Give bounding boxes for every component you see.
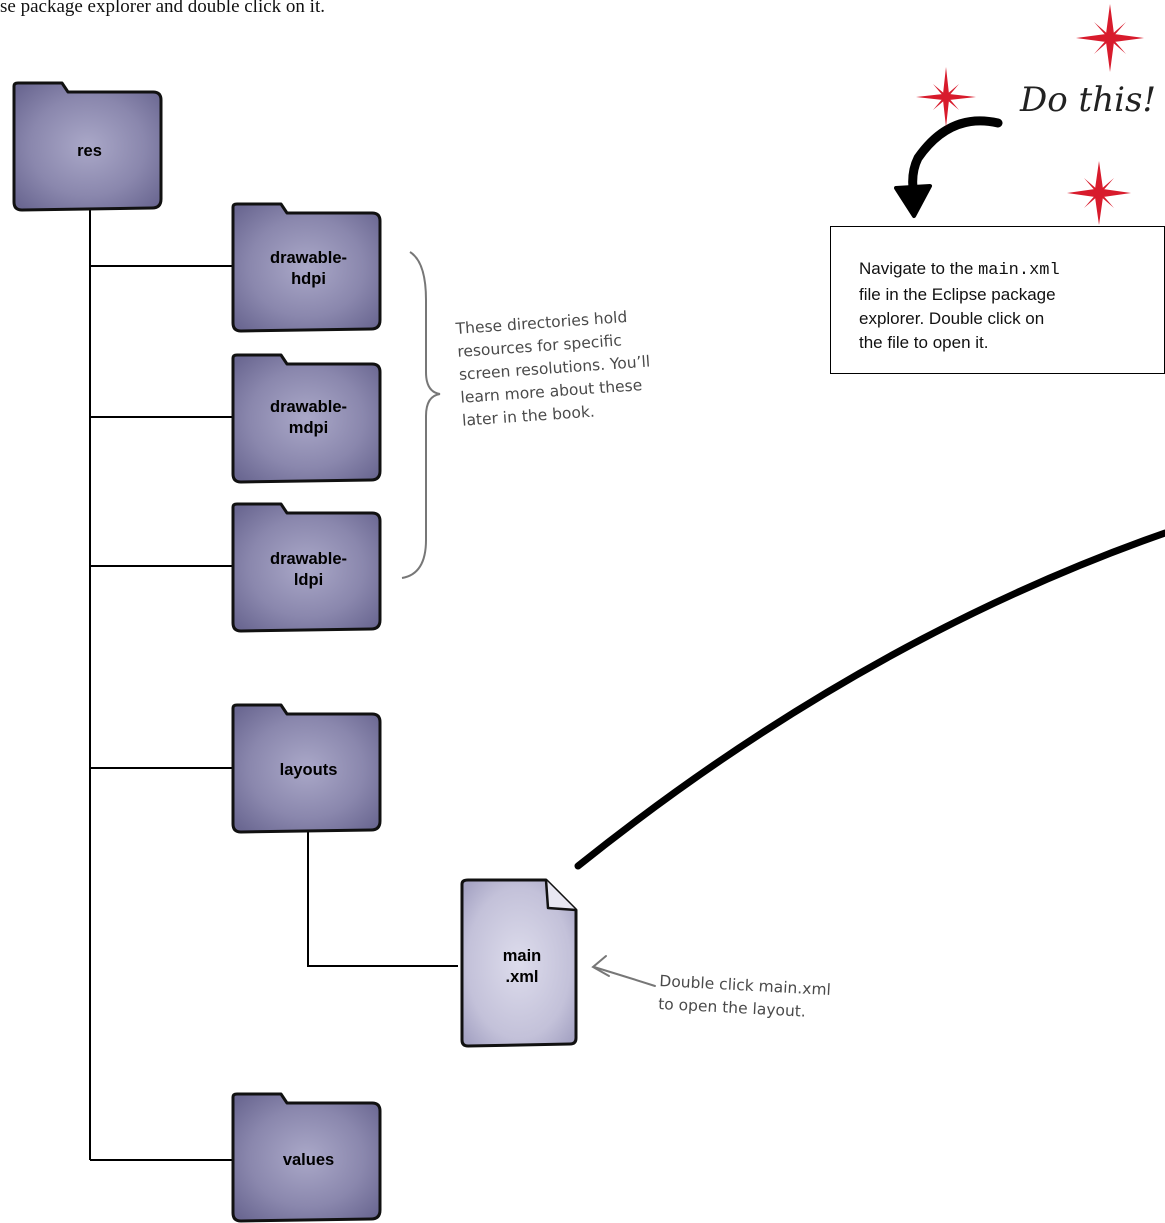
bracket-icon bbox=[401, 251, 441, 579]
curved-arrow-icon bbox=[894, 116, 1003, 218]
folder-label-values: values bbox=[282, 1151, 335, 1169]
folder-icon[interactable] bbox=[12, 81, 163, 212]
instruction-box: Navigate to the main.xml file in the Ecl… bbox=[830, 226, 1165, 374]
star-icon bbox=[1067, 161, 1131, 225]
folder-icon[interactable] bbox=[231, 202, 382, 333]
folder-label-line: mdpi bbox=[288, 419, 329, 437]
tree-connectors bbox=[89, 205, 458, 1161]
top-partial-text: se package explorer and double click on … bbox=[0, 0, 325, 17]
file-label-line: main bbox=[502, 947, 542, 965]
folder-icon[interactable] bbox=[231, 502, 382, 633]
instruction-line: the file to open it. bbox=[859, 333, 989, 352]
connector-curve bbox=[574, 529, 1165, 870]
folder-icon[interactable] bbox=[231, 353, 382, 484]
folder-label-line: hdpi bbox=[291, 270, 326, 288]
folder-label-layouts: layouts bbox=[279, 761, 338, 779]
instruction-text: Navigate to the bbox=[859, 259, 979, 278]
file-label-main-xml: main .xml bbox=[478, 946, 566, 988]
instruction-code: main.xml bbox=[978, 261, 1060, 280]
folder-label-res: res bbox=[77, 142, 102, 160]
folder-label-line: ldpi bbox=[293, 571, 324, 589]
folder-icon[interactable] bbox=[231, 1092, 382, 1223]
branch-main-xml bbox=[307, 830, 458, 967]
instruction-line: Navigate to the main.xml bbox=[859, 257, 1142, 283]
double-click-note: Double click main.xml to open the layout… bbox=[658, 970, 832, 1025]
instruction-line: explorer. Double click on bbox=[859, 309, 1045, 328]
folder-label-line: drawable- bbox=[269, 398, 348, 416]
file-icon[interactable] bbox=[460, 878, 578, 1048]
folder-label-drawable-mdpi: drawable- mdpi bbox=[233, 397, 384, 439]
pointer-arrow-icon bbox=[591, 955, 656, 987]
folder-label-line: drawable- bbox=[269, 249, 348, 267]
star-icon bbox=[1076, 4, 1144, 72]
do-this-heading: Do this! bbox=[1020, 80, 1157, 120]
folder-label-line: drawable- bbox=[269, 550, 348, 568]
file-label-line: .xml bbox=[505, 968, 539, 986]
folder-label-drawable-hdpi: drawable- hdpi bbox=[233, 248, 384, 290]
star-icon bbox=[916, 67, 976, 127]
instruction-line: file in the Eclipse package bbox=[859, 285, 1056, 304]
folder-label-drawable-ldpi: drawable- ldpi bbox=[233, 549, 384, 591]
folder-icon[interactable] bbox=[231, 703, 382, 834]
directories-note: These directories hold resources for spe… bbox=[455, 305, 654, 433]
